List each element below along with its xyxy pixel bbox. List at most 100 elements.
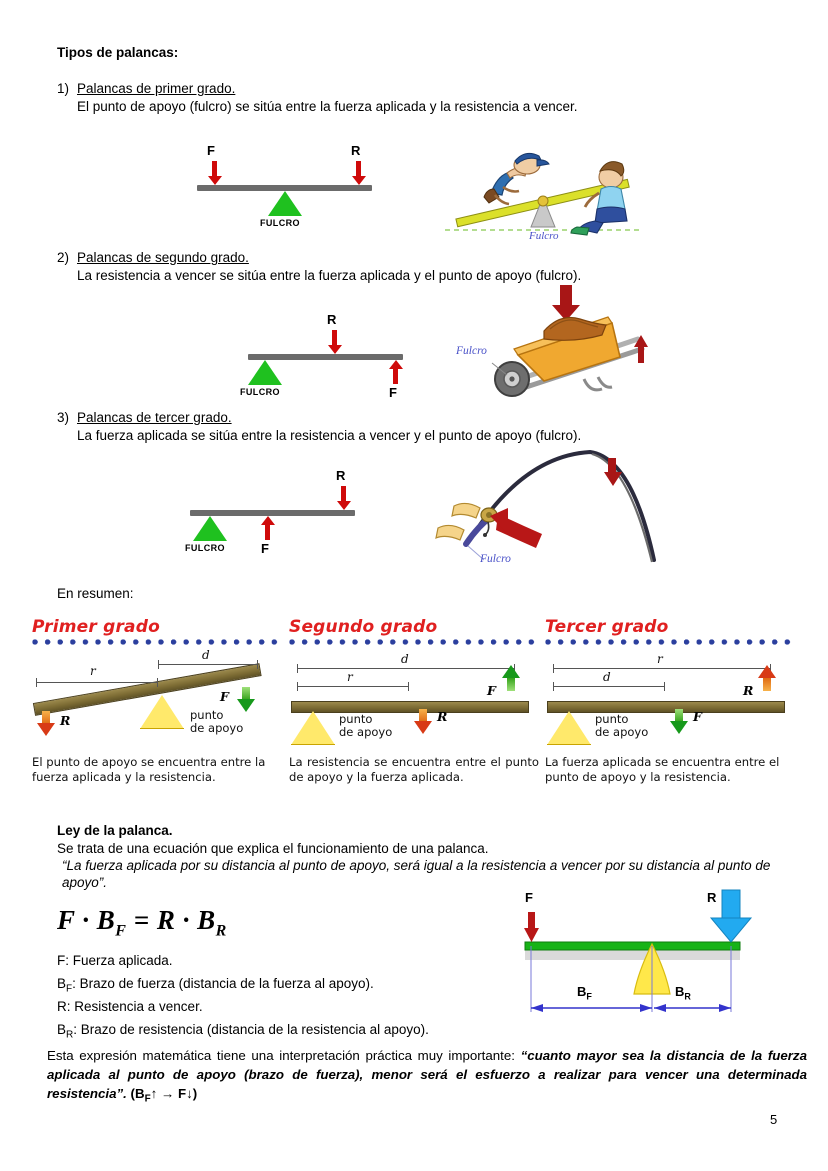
section-description: El punto de apoyo (fulcro) se sitúa entr… <box>77 99 578 114</box>
fulcrum-triangle-icon <box>291 711 335 745</box>
force-label: F <box>207 143 215 158</box>
panel-caption: El punto de apoyo se encuentra entre la … <box>32 755 266 784</box>
panel-figure: r d R F punto de apoyo <box>545 651 795 751</box>
force-label: F <box>261 541 269 556</box>
clipart-seesaw-children: Fulcro <box>443 135 643 245</box>
final-tail-up-arrow: ↑ <box>150 1086 158 1101</box>
wheelbarrow-illustration <box>491 285 648 397</box>
definition-item: BF: Brazo de fuerza (distancia de la fue… <box>57 976 374 995</box>
dimension-line-near <box>553 686 665 687</box>
dim-tick <box>158 660 159 669</box>
effort-arrow-left-icon <box>490 508 542 548</box>
dimension-label-near: d <box>603 670 611 684</box>
force-arrow-down-icon <box>207 161 222 185</box>
fulcrum-label: FULCRO <box>260 218 300 228</box>
force-label: F <box>389 385 397 400</box>
lever-bar <box>248 354 403 360</box>
panel-title: Tercer grado <box>545 617 669 637</box>
fulcrum-base <box>140 728 184 729</box>
dotted-divider <box>289 639 539 647</box>
law-heading: Ley de la palanca. <box>57 823 173 838</box>
definition-item: R: Resistencia a vencer. <box>57 999 203 1015</box>
dim-tick <box>297 682 298 691</box>
fulcrum-label: FULCRO <box>185 543 225 553</box>
final-emphasis: “cuanto mayor sea la distancia de la fue… <box>47 1048 807 1101</box>
dim-tick <box>297 664 298 673</box>
resistance-label: R <box>437 709 448 724</box>
formula-br-sub: R <box>215 922 227 940</box>
dotted-divider <box>545 639 795 647</box>
page-number: 5 <box>770 1112 778 1127</box>
dimension-label-near: d <box>202 648 210 662</box>
page-title: Tipos de palancas: <box>57 45 179 60</box>
fulcrum-triangle-icon <box>268 191 302 216</box>
dim-tick <box>36 678 37 687</box>
formula-equals: = <box>133 905 150 935</box>
fulcrum-label: punto de apoyo <box>595 712 649 739</box>
resistance-arrow-up-icon <box>758 665 776 691</box>
formula-dot-2: · <box>182 905 190 935</box>
lever-diagram-second-class: R FULCRO F <box>240 312 448 400</box>
resistance-arrow-down-icon <box>351 161 366 185</box>
resistance-label: R <box>743 683 754 698</box>
dim-tick <box>408 682 409 691</box>
formula-bf-sub: F <box>115 922 127 940</box>
fulcro-caption: Fulcro <box>480 553 511 565</box>
formula-dot-1: · <box>82 905 90 935</box>
fulcrum-triangle-icon <box>547 711 591 745</box>
force-arrow-up-icon <box>388 360 403 384</box>
force-label: F <box>525 890 533 905</box>
law-quote: “La fuerza aplicada por su distancia al … <box>62 858 771 890</box>
dim-tick <box>664 682 665 691</box>
section-number: 1) <box>57 81 70 96</box>
resistance-arrow-down-icon <box>37 711 55 737</box>
section-title: Palancas de segundo grado. <box>77 250 249 265</box>
seesaw-illustration <box>445 152 641 236</box>
section-second-class-lever: 2) Palancas de segundo grado. La resiste… <box>57 250 757 400</box>
section-first-class-lever: 1) Palancas de primer grado. El punto de… <box>57 81 757 231</box>
section-number: 3) <box>57 410 70 425</box>
dimension-line-near <box>158 664 258 665</box>
effort-arrow-up-icon <box>634 335 648 363</box>
dimension-label-far: d <box>401 652 409 666</box>
arm-force-label: BF <box>577 984 592 1002</box>
fulcrum-triangle-icon <box>248 360 282 385</box>
resistance-label: R <box>351 143 361 158</box>
force-arrow-down-icon <box>237 687 255 713</box>
fulcrum-label: punto de apoyo <box>190 708 244 735</box>
definition-item: BR: Brazo de resistencia (distancia de l… <box>57 1022 429 1041</box>
final-lead: Esta expresión matemática tiene una inte… <box>47 1048 521 1063</box>
summary-panel-third-class: Tercer grado r d R <box>545 618 795 784</box>
dimension-label-far: r <box>657 652 663 666</box>
final-tail-down-arrow: ↓ <box>186 1086 193 1101</box>
fulcrum-triangle-icon <box>140 695 184 729</box>
fulcrum-label: punto de apoyo <box>339 712 393 739</box>
resistance-label: R <box>336 468 346 483</box>
summary-panel-first-class: Primer grado r d R <box>32 618 282 784</box>
fulcrum-label: FULCRO <box>240 387 280 397</box>
section-title: Palancas de tercer grado. <box>77 410 232 425</box>
resistance-arrow-down-icon <box>336 486 351 510</box>
force-label: F <box>220 689 229 704</box>
resistance-label: R <box>707 890 717 905</box>
fulcrum-base <box>547 744 591 745</box>
lever-bar <box>190 510 355 516</box>
summary-intro: En resumen: <box>57 586 134 601</box>
formula-f: F <box>57 905 76 935</box>
dimension-line-far <box>553 668 771 669</box>
dim-tick <box>553 682 554 691</box>
clipart-fishing-rod: Fulcro <box>432 438 682 580</box>
formula-bf: B <box>96 905 116 935</box>
section-description: La fuerza aplicada se sitúa entre la res… <box>77 428 582 443</box>
section-third-class-lever: 3) Palancas de tercer grado. La fuerza a… <box>57 410 757 560</box>
force-arrow-up-icon <box>260 516 275 540</box>
final-tail-arrow: → F <box>157 1086 187 1101</box>
resistance-label: R <box>60 713 71 728</box>
final-tail-close: ) <box>192 1086 198 1101</box>
section-number: 2) <box>57 250 70 265</box>
load-arrow-down-icon <box>552 285 580 321</box>
final-tail-sub: F <box>144 1093 151 1105</box>
dim-tick <box>157 678 158 687</box>
panel-figure: r d R F punto de apoyo <box>32 648 282 751</box>
panel-caption: La resistencia se encuentra entre el pun… <box>289 755 539 784</box>
